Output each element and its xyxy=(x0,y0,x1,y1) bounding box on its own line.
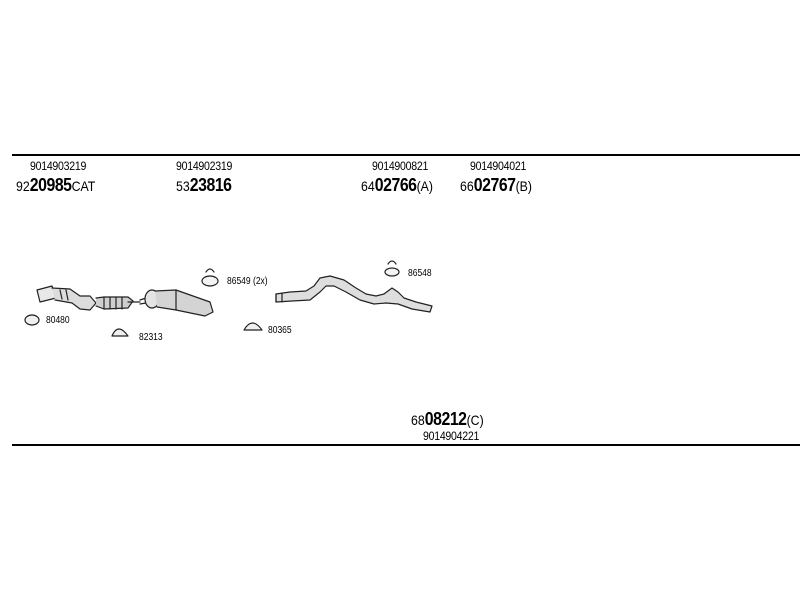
top-divider xyxy=(12,154,800,156)
oem-number-middle-silencer: 9014902319 xyxy=(176,159,233,173)
clamp-80480-icon xyxy=(24,314,40,326)
part-number-rear-pipe-c: 6808212(C) xyxy=(411,409,484,429)
part-number-catalytic-converter: 9220985CAT xyxy=(16,175,96,195)
label-hanger-86548: 86548 xyxy=(408,268,432,279)
catalytic-converter-drawing xyxy=(36,285,141,311)
hanger-86549-icon xyxy=(201,275,219,287)
part-number-middle-silencer: 5323816 xyxy=(176,175,232,195)
label-clamp-82313: 82313 xyxy=(139,332,163,343)
bottom-divider xyxy=(12,444,800,446)
label-hanger-86549: 86549 (2x) xyxy=(227,276,268,287)
clamp-82313-icon xyxy=(111,328,129,337)
oem-number-rear-pipe-b: 9014904021 xyxy=(470,159,527,173)
oem-number-rear-pipe-c: 9014904221 xyxy=(423,429,480,443)
rear-pipe-drawing xyxy=(275,275,433,313)
hanger-86548-icon xyxy=(384,267,400,277)
part-number-rear-pipe-b: 6602767(B) xyxy=(460,175,532,195)
oem-number-rear-pipe-a: 9014900821 xyxy=(372,159,429,173)
clamp-80365-icon xyxy=(243,322,263,331)
part-number-rear-pipe-a: 6402766(A) xyxy=(361,175,433,195)
middle-silencer-drawing xyxy=(139,289,214,317)
oem-number-catalytic-converter: 9014903219 xyxy=(30,159,87,173)
label-clamp-80480: 80480 xyxy=(46,315,70,326)
label-clamp-80365: 80365 xyxy=(268,325,292,336)
